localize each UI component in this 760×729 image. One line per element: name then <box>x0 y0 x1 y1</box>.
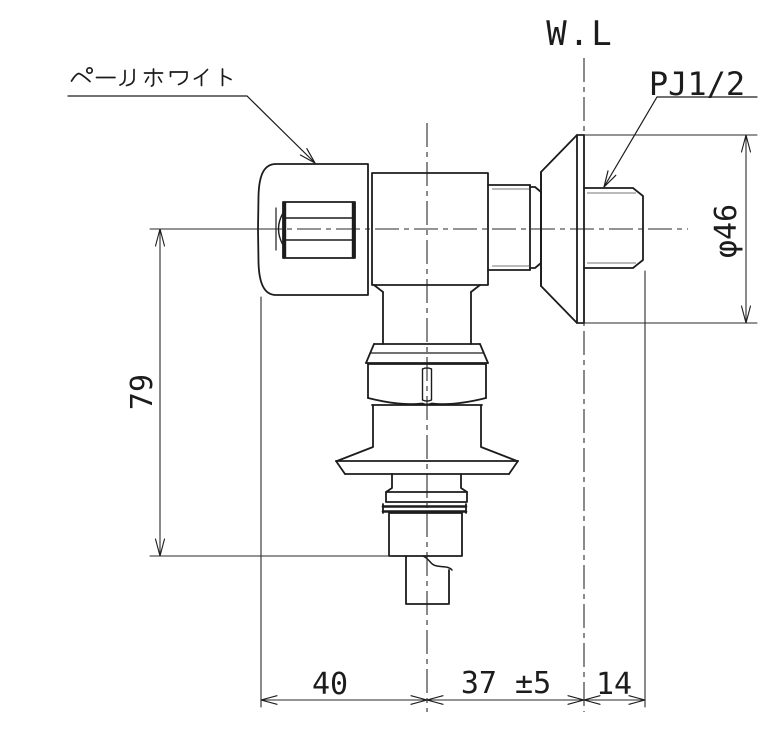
label-wall-line: W.L <box>546 14 614 54</box>
leader-thread-spec <box>603 96 758 188</box>
dim-width-right-text: 14 <box>595 667 633 702</box>
kana-ru <box>119 68 135 87</box>
dim-width-left-text: 40 <box>311 667 349 702</box>
label-thread-spec: PJ1/2 <box>648 65 746 103</box>
centerlines <box>258 58 688 712</box>
dish-flange <box>335 460 519 475</box>
lower-assembly <box>335 284 519 605</box>
leader-lines <box>67 95 758 188</box>
dim-height-text: 79 <box>125 373 160 411</box>
right-port <box>487 184 542 271</box>
thread-relief-lines <box>492 188 636 267</box>
hex-nut <box>367 363 487 406</box>
dimension-arrowheads <box>154 134 752 705</box>
thread-nipple <box>583 187 644 269</box>
kana-to <box>221 68 232 87</box>
kana-pe <box>70 66 94 83</box>
outlet-tube <box>405 555 453 605</box>
outlet-block <box>388 512 463 557</box>
dim-width-center-text: 37 ±5 <box>460 666 552 701</box>
dim-diameter-text: φ46 <box>709 203 744 259</box>
valve-outline <box>257 134 644 605</box>
valve-body <box>371 172 489 286</box>
label-color-glyphs <box>70 66 232 87</box>
kana-ho <box>143 68 164 87</box>
dimension-lines <box>149 134 758 708</box>
kana-i <box>193 68 209 87</box>
handle-grip <box>282 201 356 259</box>
leader-color-note <box>67 95 316 164</box>
valve-handle <box>257 163 369 296</box>
label-color-note: ペールホワイト <box>56 65 252 91</box>
kana-wa <box>169 71 188 86</box>
